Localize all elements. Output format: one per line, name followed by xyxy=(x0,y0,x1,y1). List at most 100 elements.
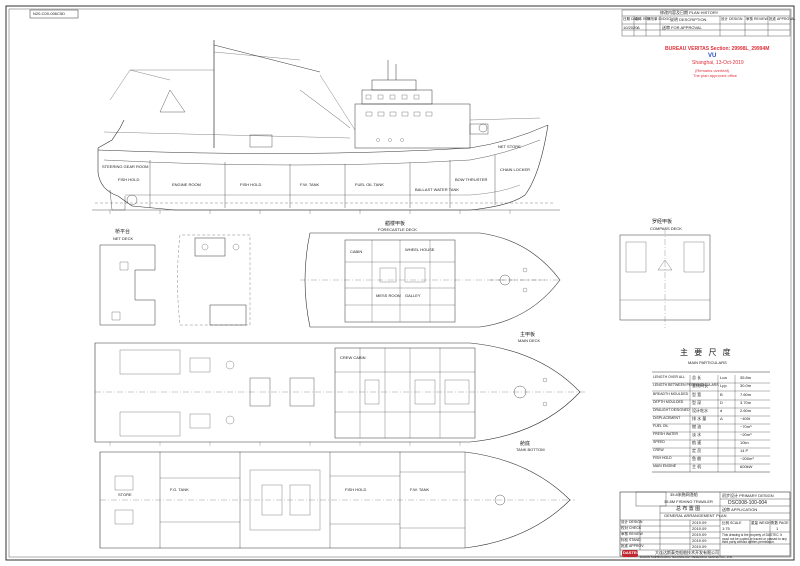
part-symbol: Δ xyxy=(720,416,723,421)
profile-view xyxy=(92,40,560,214)
room-label: F.O. TANK xyxy=(170,487,189,492)
part-name-cn: 型 宽 xyxy=(692,392,702,397)
part-symbol: d xyxy=(720,408,723,413)
room-label: NET STORE xyxy=(498,144,521,149)
tank-bottom-title: 舱底 xyxy=(520,441,531,447)
design-stage: 初步设计 PRIMARY DESIGN xyxy=(722,493,774,498)
room-label: FISH HOLD xyxy=(240,182,262,187)
compass-deck-title: 罗经甲板 xyxy=(652,219,673,225)
room-label: BALLAST WATER TANK xyxy=(415,187,460,192)
purpose: 送审 APPLICATION xyxy=(722,507,758,512)
part-symbol: Loa xyxy=(720,375,727,380)
particulars-table xyxy=(652,371,770,473)
forecastle-deck-title-en: FORECASTLE DECK xyxy=(378,227,417,232)
rev-header-design: 设计 DESIGN xyxy=(721,17,743,21)
tank-bottom-title-en: TANK BOTTOM xyxy=(516,447,545,452)
role-approve: 批准 APPROV. xyxy=(621,544,645,548)
drawing-number-box xyxy=(29,9,79,19)
part-name-en: FISH HOLD xyxy=(653,456,672,460)
room-label: STEERING GEAR ROOM xyxy=(102,164,149,169)
room-label: F.W. TANK xyxy=(300,182,320,187)
rev-header-review: 审核 REVIEW xyxy=(746,17,768,21)
part-name-cn: 燃 油 xyxy=(692,424,702,429)
rev-header-desc: 说明 DESCRIPTION xyxy=(670,17,707,22)
part-value: 7.60m xyxy=(740,392,752,397)
forecastle-deck-view xyxy=(300,232,561,328)
weight-label: 重量 WEIGHT xyxy=(751,521,773,525)
drawing-number: N20-C00-006C5D xyxy=(33,11,66,16)
part-name-cn: 鱼 舱 xyxy=(692,456,702,461)
part-symbol: B xyxy=(720,392,723,397)
part-name-cn: 垂线间长 xyxy=(692,383,708,388)
room-label: BOW THRUSTER xyxy=(455,177,488,182)
part-value: 3.70m xyxy=(740,400,752,405)
room-label: MESS ROOM xyxy=(376,293,401,298)
revision-block xyxy=(621,9,791,37)
part-name-cn: 排 水 量 xyxy=(692,416,707,421)
part-value: ~200m³ xyxy=(740,456,754,461)
rev-header-date: 日期 DATE xyxy=(623,17,641,21)
part-name-cn: 型 深 xyxy=(692,400,702,405)
room-label: ENGINE ROOM xyxy=(172,182,201,187)
part-name-en: LENGTH BETWEEN PERPENDICULARS xyxy=(653,383,719,387)
sheet-value: 1 xyxy=(776,526,779,531)
part-name-en: BREADTH MOULDED xyxy=(653,392,689,396)
revision-title: 修改内容及日期 PLAN HISTORY xyxy=(660,10,719,15)
part-value: ~20m³ xyxy=(740,432,752,437)
room-label: GALLEY xyxy=(405,293,421,298)
stamp-note-1: (Remarks overleaf) xyxy=(695,68,730,73)
part-name-cn: 主 机 xyxy=(692,464,702,469)
role-stand: 标检 STAND. xyxy=(621,538,642,542)
part-value: ~70m³ xyxy=(740,424,752,429)
vessel-name-cn: 35.8米拖网渔船 xyxy=(670,492,698,497)
net-deck-title-en: NET DECK xyxy=(113,236,134,241)
part-name-en: DISPLACEMENT xyxy=(653,416,681,420)
tank-bottom-view xyxy=(99,451,575,549)
part-name-cn: 设计吃水 xyxy=(692,408,708,413)
stamp-note-2: The plan approved office xyxy=(693,73,737,78)
rev-header-doc: 修改单 ID/DOC xyxy=(647,17,671,21)
part-value: 30.0m xyxy=(740,383,752,388)
drawing-title-en: GENERAL ARRANGEMENT PLAN xyxy=(664,513,727,518)
scale-value: 1:75 xyxy=(722,526,730,531)
room-label: WHEEL HOUSE xyxy=(405,247,435,252)
part-symbol: Lpp xyxy=(720,383,727,388)
role-review: 审核 REVIEW xyxy=(621,532,643,536)
part-name-cn: 航 速 xyxy=(692,440,702,445)
room-label: F.W. TANK xyxy=(410,487,430,492)
date-review: 2019.09 xyxy=(692,532,707,537)
room-label: FISH HOLD xyxy=(345,487,367,492)
scale-label: 比例 SCALE xyxy=(722,521,742,525)
part-name-cn: 淡 水 xyxy=(692,432,702,437)
sheet-border xyxy=(5,5,795,561)
date-stand: 2019.09 xyxy=(692,538,707,543)
copyright-note: This drawing is the property of DASTEC. … xyxy=(722,533,787,545)
part-name-cn: 总 长 xyxy=(692,375,702,380)
part-name-en: SPEED xyxy=(653,440,665,444)
part-value: 600kW xyxy=(740,464,753,469)
part-name-en: DEPTH MOULDED xyxy=(653,400,684,404)
vessel-name-en: 35.8M FISHING TRAWLER xyxy=(664,499,713,504)
company-name-cn: 大连达斯泰克船舶技术开发有限公司 xyxy=(655,550,719,555)
title-block xyxy=(619,491,791,557)
sheet-label: 页数 PAGE xyxy=(771,521,789,525)
net-deck-view xyxy=(99,234,251,326)
stamp-place-date: Shanghai, 13-Oct-2019 xyxy=(692,60,744,66)
main-deck-title: 主甲板 xyxy=(520,332,536,338)
stamp-surveyor: VU xyxy=(708,53,717,59)
room-label: CHAIN LOCKER xyxy=(500,167,531,172)
part-value: 2.60m xyxy=(740,408,752,413)
room-label: FUEL OIL TANK xyxy=(355,182,384,187)
particulars-title-en: MAIN PARTICULARS xyxy=(688,360,727,365)
part-name-en: FRESH WATER xyxy=(653,432,679,436)
net-deck-title: 桥平台 xyxy=(115,229,131,235)
part-name-en: LENGTH OVER ALL xyxy=(653,375,686,379)
part-name-en: FUEL OIL xyxy=(653,424,669,428)
date-approve: 2019.09 xyxy=(692,544,707,549)
rev-description: 送审 FOR APPROVAL xyxy=(662,25,702,30)
part-value: ~400t xyxy=(740,416,751,421)
part-name-en: MAIN ENGINE xyxy=(653,464,677,468)
main-deck-view xyxy=(94,342,585,446)
part-value: 10kn xyxy=(740,440,749,445)
